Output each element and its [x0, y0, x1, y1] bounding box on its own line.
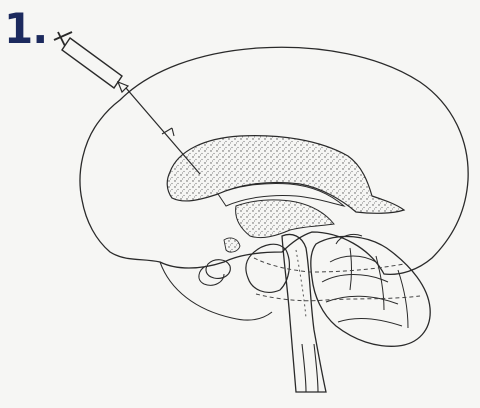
temporal-lobe	[160, 262, 272, 320]
cerebellum	[311, 236, 430, 346]
aqueduct	[296, 250, 306, 318]
step-number-label: 1.	[4, 8, 47, 50]
temporal-pole	[199, 266, 224, 285]
cerebellar-tract	[256, 294, 420, 301]
cerebellar-folia	[322, 234, 408, 328]
pituitary	[206, 260, 230, 279]
optic-chiasm	[224, 238, 240, 252]
syringe-icon	[54, 32, 200, 174]
